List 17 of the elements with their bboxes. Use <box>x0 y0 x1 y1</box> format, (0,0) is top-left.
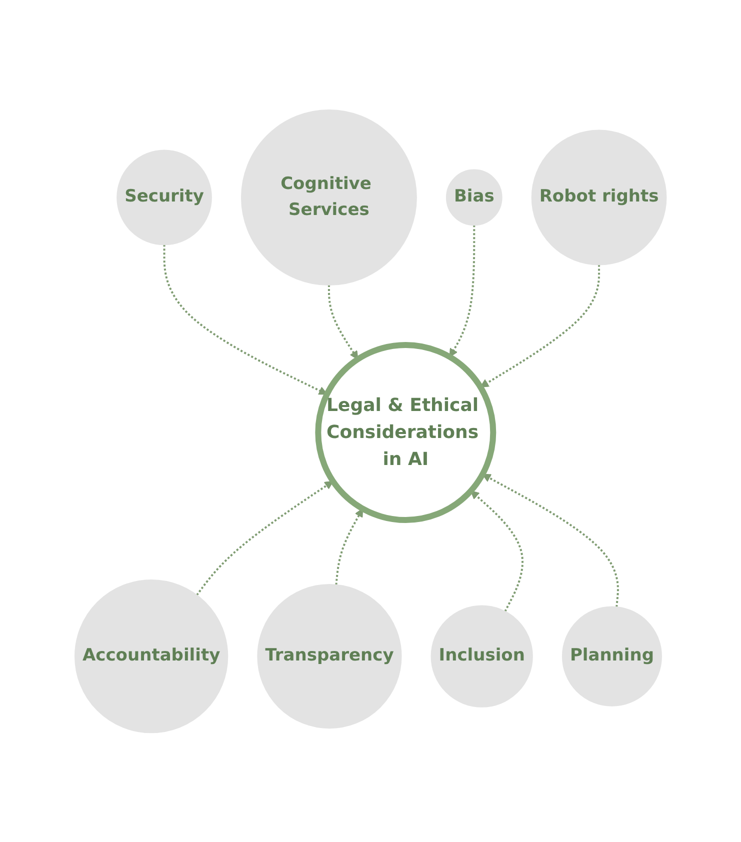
node-circle: Planning <box>562 606 662 706</box>
arrow <box>328 284 358 360</box>
arrow <box>482 474 619 607</box>
arrow <box>470 490 524 612</box>
node-circle: Robot rights <box>531 129 667 265</box>
node-circle: Bias <box>446 168 502 226</box>
node-circle: Security <box>116 149 212 245</box>
arrow <box>163 244 328 394</box>
node-circle: Inclusion <box>430 604 533 708</box>
node-circle: Cognitive Services <box>240 109 417 286</box>
node-circle: Legal & Ethical Considerations in AI <box>315 342 496 523</box>
arrow <box>335 508 363 585</box>
arrow <box>480 264 600 388</box>
arrow <box>196 480 334 596</box>
node-circle: Accountability <box>74 579 228 733</box>
node-circle: Transparency <box>257 584 402 728</box>
arrow <box>449 224 476 357</box>
